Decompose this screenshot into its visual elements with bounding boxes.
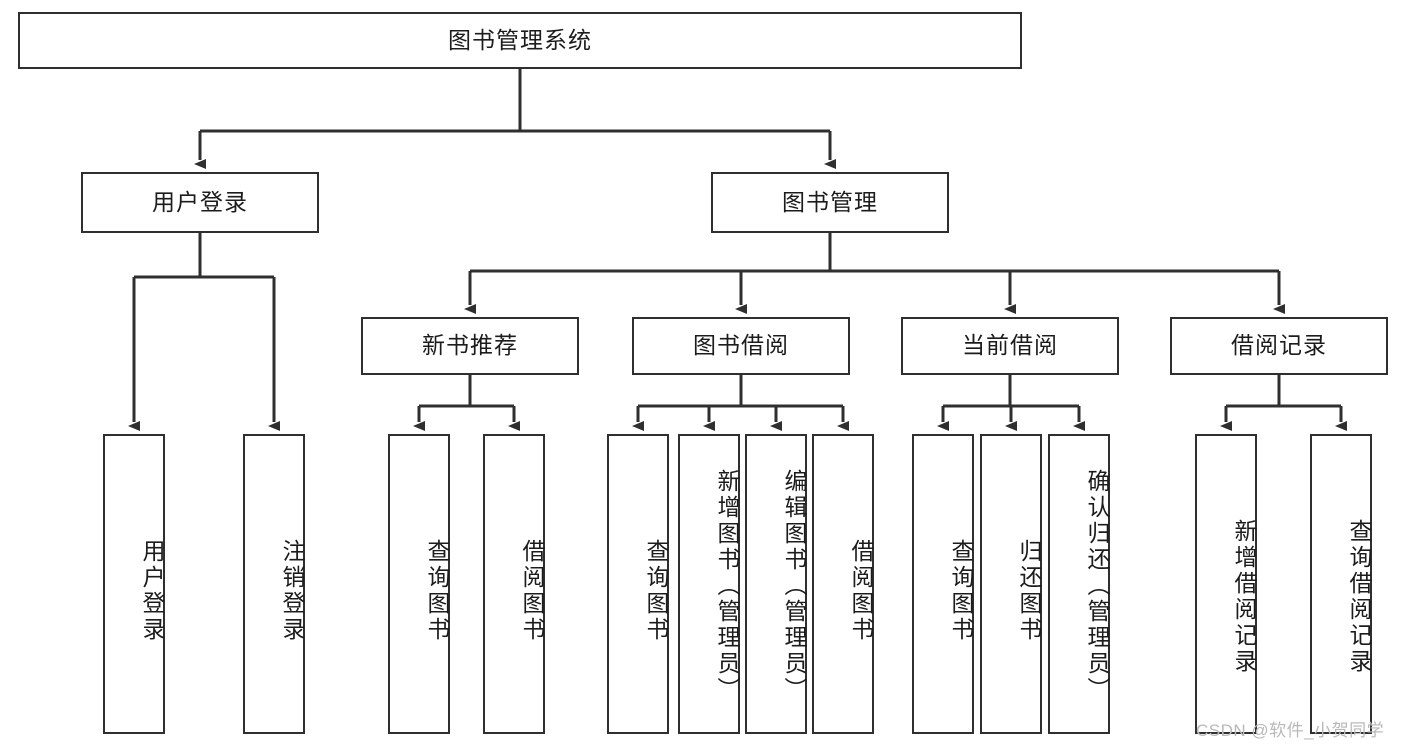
node-leaf-query-book-2[interactable]: 查询图书: [607, 434, 669, 734]
node-leaf-add-book[interactable]: 新增图书（管理员）: [678, 434, 740, 734]
node-leaf-user-logout[interactable]: 注销登录: [243, 434, 305, 734]
node-leaf-query-book-1[interactable]: 查询图书: [388, 434, 450, 734]
node-user-login-label: 用户登录: [152, 188, 248, 215]
node-leaf-add-book-label: 新增图书（管理员）: [714, 469, 740, 703]
node-leaf-confirm-return-label: 确认归还（管理员）: [1084, 469, 1110, 703]
node-leaf-query-book-3-label: 查询图书: [948, 539, 974, 643]
node-leaf-query-record-label: 查询借阅记录: [1346, 519, 1372, 675]
node-leaf-borrow-book-1[interactable]: 借阅图书: [483, 434, 545, 734]
node-root[interactable]: 图书管理系统: [18, 12, 1022, 69]
node-leaf-user-login[interactable]: 用户登录: [103, 434, 165, 734]
node-leaf-add-record-label: 新增借阅记录: [1231, 519, 1257, 675]
node-leaf-return-book-label: 归还图书: [1016, 539, 1042, 643]
node-leaf-user-logout-label: 注销登录: [279, 539, 305, 643]
node-leaf-borrow-book-2-label: 借阅图书: [848, 539, 874, 643]
node-book-manage[interactable]: 图书管理: [711, 172, 949, 233]
node-book-borrow[interactable]: 图书借阅: [632, 317, 850, 375]
node-leaf-confirm-return[interactable]: 确认归还（管理员）: [1048, 434, 1110, 734]
node-current-borrow-label: 当前借阅: [962, 332, 1058, 359]
node-book-manage-label: 图书管理: [782, 188, 878, 215]
node-leaf-borrow-book-1-label: 借阅图书: [519, 539, 545, 643]
node-new-book-rec-label: 新书推荐: [422, 332, 518, 359]
node-root-label: 图书管理系统: [448, 26, 592, 53]
node-leaf-query-book-1-label: 查询图书: [424, 539, 450, 643]
node-book-borrow-label: 图书借阅: [693, 332, 789, 359]
node-current-borrow[interactable]: 当前借阅: [901, 317, 1119, 375]
node-borrow-record[interactable]: 借阅记录: [1170, 317, 1388, 375]
node-leaf-query-book-2-label: 查询图书: [643, 539, 669, 643]
csdn-watermark: CSDN @软件_小贺同学: [1196, 721, 1385, 740]
node-leaf-borrow-book-2[interactable]: 借阅图书: [812, 434, 874, 734]
node-user-login[interactable]: 用户登录: [81, 172, 319, 233]
node-new-book-rec[interactable]: 新书推荐: [361, 317, 579, 375]
node-leaf-add-record[interactable]: 新增借阅记录: [1195, 434, 1257, 734]
node-leaf-query-record[interactable]: 查询借阅记录: [1310, 434, 1372, 734]
node-leaf-edit-book[interactable]: 编辑图书（管理员）: [745, 434, 807, 734]
node-leaf-query-book-3[interactable]: 查询图书: [912, 434, 974, 734]
node-borrow-record-label: 借阅记录: [1231, 332, 1327, 359]
node-leaf-return-book[interactable]: 归还图书: [980, 434, 1042, 734]
node-leaf-edit-book-label: 编辑图书（管理员）: [781, 469, 807, 703]
node-leaf-user-login-label: 用户登录: [139, 539, 165, 643]
